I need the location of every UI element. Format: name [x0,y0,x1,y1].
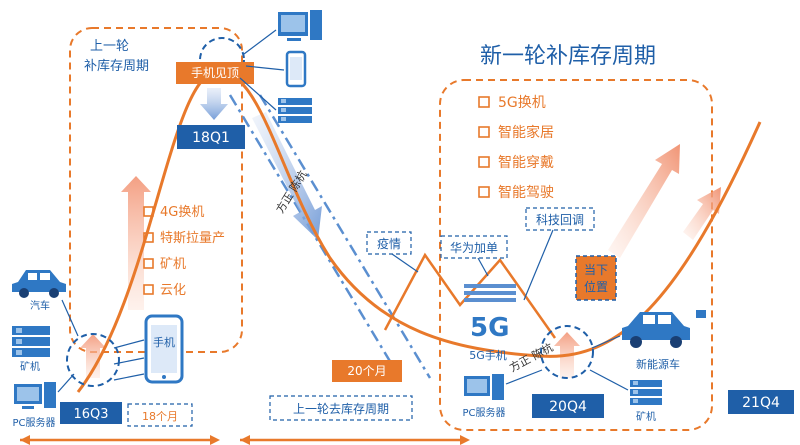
right-miner-icon [630,380,662,405]
right-miner-connector [589,369,629,391]
peak-time-text: 18Q1 [192,130,230,146]
destock-label-box [269,395,413,421]
driver-new-item: 智能家居 [498,124,554,141]
desktop-icon [278,10,322,41]
end-time-text: 21Q4 [742,395,780,411]
drivers-prev-list: 4G换机 特斯拉量产 矿机 云化 [143,205,225,298]
trough-time-text: 20Q4 [549,399,587,415]
phone-icon [144,314,184,384]
tech-text: 科技回调 [536,213,584,227]
epidemic-text: 疫情 [377,236,401,251]
drivers-new-list: 5G换机 智能家居 智能穿戴 智能驾驶 [478,94,554,201]
phone-connector-1 [113,339,145,349]
driver-new-item: 智能驾驶 [498,185,554,201]
prev-cycle-label-line2: 补库存周期 [84,58,149,74]
current-position-line1: 当下 [584,263,608,277]
top-connector-1 [243,29,277,55]
phone-label: 手机 [153,335,175,349]
destock-duration-box [332,360,402,382]
ev-connector [591,335,621,349]
driver-new-item: 智能穿戴 [498,155,554,171]
right-pc-connector [505,369,543,385]
blue-trend-line-1 [228,94,402,379]
ev-label: 新能源车 [636,357,680,371]
pc-connector [57,373,75,393]
checkbox-icon [478,126,490,138]
right-miner-label: 矿机 [636,410,656,423]
top-connector-2 [245,65,285,71]
checkbox-icon [478,186,490,198]
up-arrow-right [608,144,680,258]
pc-server-label: PC服务器 [462,406,505,419]
driver-new-item: 5G换机 [498,94,546,111]
mobile-icon [285,50,307,88]
prev-cycle-label-line1: 上一轮 [90,39,129,54]
checkbox-icon [143,232,154,243]
driver-prev-item: 云化 [160,283,186,298]
pc-icon [14,382,56,409]
ev-icon [622,310,706,348]
current-position-line2: 位置 [584,279,608,294]
start-point-circle [66,333,120,387]
checkbox-icon [143,258,154,269]
5g-phone-icon [464,284,516,302]
pc-server-icon [464,374,504,400]
checkbox-icon [143,284,154,295]
up-arrow-far [683,187,721,240]
driver-prev-item: 矿机 [160,257,186,272]
car-icon [12,270,66,298]
pc-label: PC服务器 [12,416,55,429]
huawei-box [440,235,508,259]
phone-connector-3 [113,373,145,381]
checkbox-icon [478,156,490,168]
axis-arrow-2-tail [240,435,250,445]
phone-connector-2 [113,357,145,365]
tech-box [525,207,595,231]
new-cycle-title: 新一轮补库存周期 [480,44,656,69]
end-time-box [728,390,794,414]
down-arrow-peak [200,88,228,120]
blue-trend-line-2 [258,94,432,379]
server-icon [278,98,312,123]
start-duration-text: 18个月 [142,410,178,423]
checkbox-icon [478,96,490,108]
start-time-box [60,402,122,424]
5g-big-label: 5G [470,313,509,343]
trough-time-box [532,394,604,418]
car-label: 汽车 [30,299,50,312]
peak-badge-box [176,62,254,84]
current-position-box [575,255,617,301]
up-arrow-left [121,176,151,310]
tech-pointer [523,229,554,301]
up-arrow-start [80,334,106,378]
axis-arrow-2-head [460,435,470,445]
new-cycle-box [439,79,713,431]
epidemic-pointer [391,253,419,273]
start-duration-box [127,403,193,427]
5g-phone-label: 5G手机 [469,348,507,362]
trough-point-circle [540,325,594,379]
start-time-text: 16Q3 [73,407,108,422]
peak-badge-text: 手机见顶 [191,66,239,80]
event-zigzag [383,252,557,339]
miner-label: 矿机 [20,360,40,373]
checkbox-icon [143,206,154,217]
axis-arrow-1-head [210,435,220,445]
driver-prev-item: 4G换机 [160,205,204,220]
peak-time-box [177,125,245,149]
axis-arrow-1-tail [20,435,30,445]
destock-duration-text: 20个月 [347,364,386,378]
huawei-pointer [477,257,489,277]
car-connector [61,299,79,337]
top-connector-3 [239,77,277,111]
destock-label-text: 上一轮去库存周期 [293,401,389,416]
huawei-text: 华为加单 [450,241,498,255]
miner-icon [12,326,50,357]
driver-prev-item: 特斯拉量产 [160,231,225,246]
epidemic-box [366,231,412,255]
down-arrow-diag [252,112,322,240]
